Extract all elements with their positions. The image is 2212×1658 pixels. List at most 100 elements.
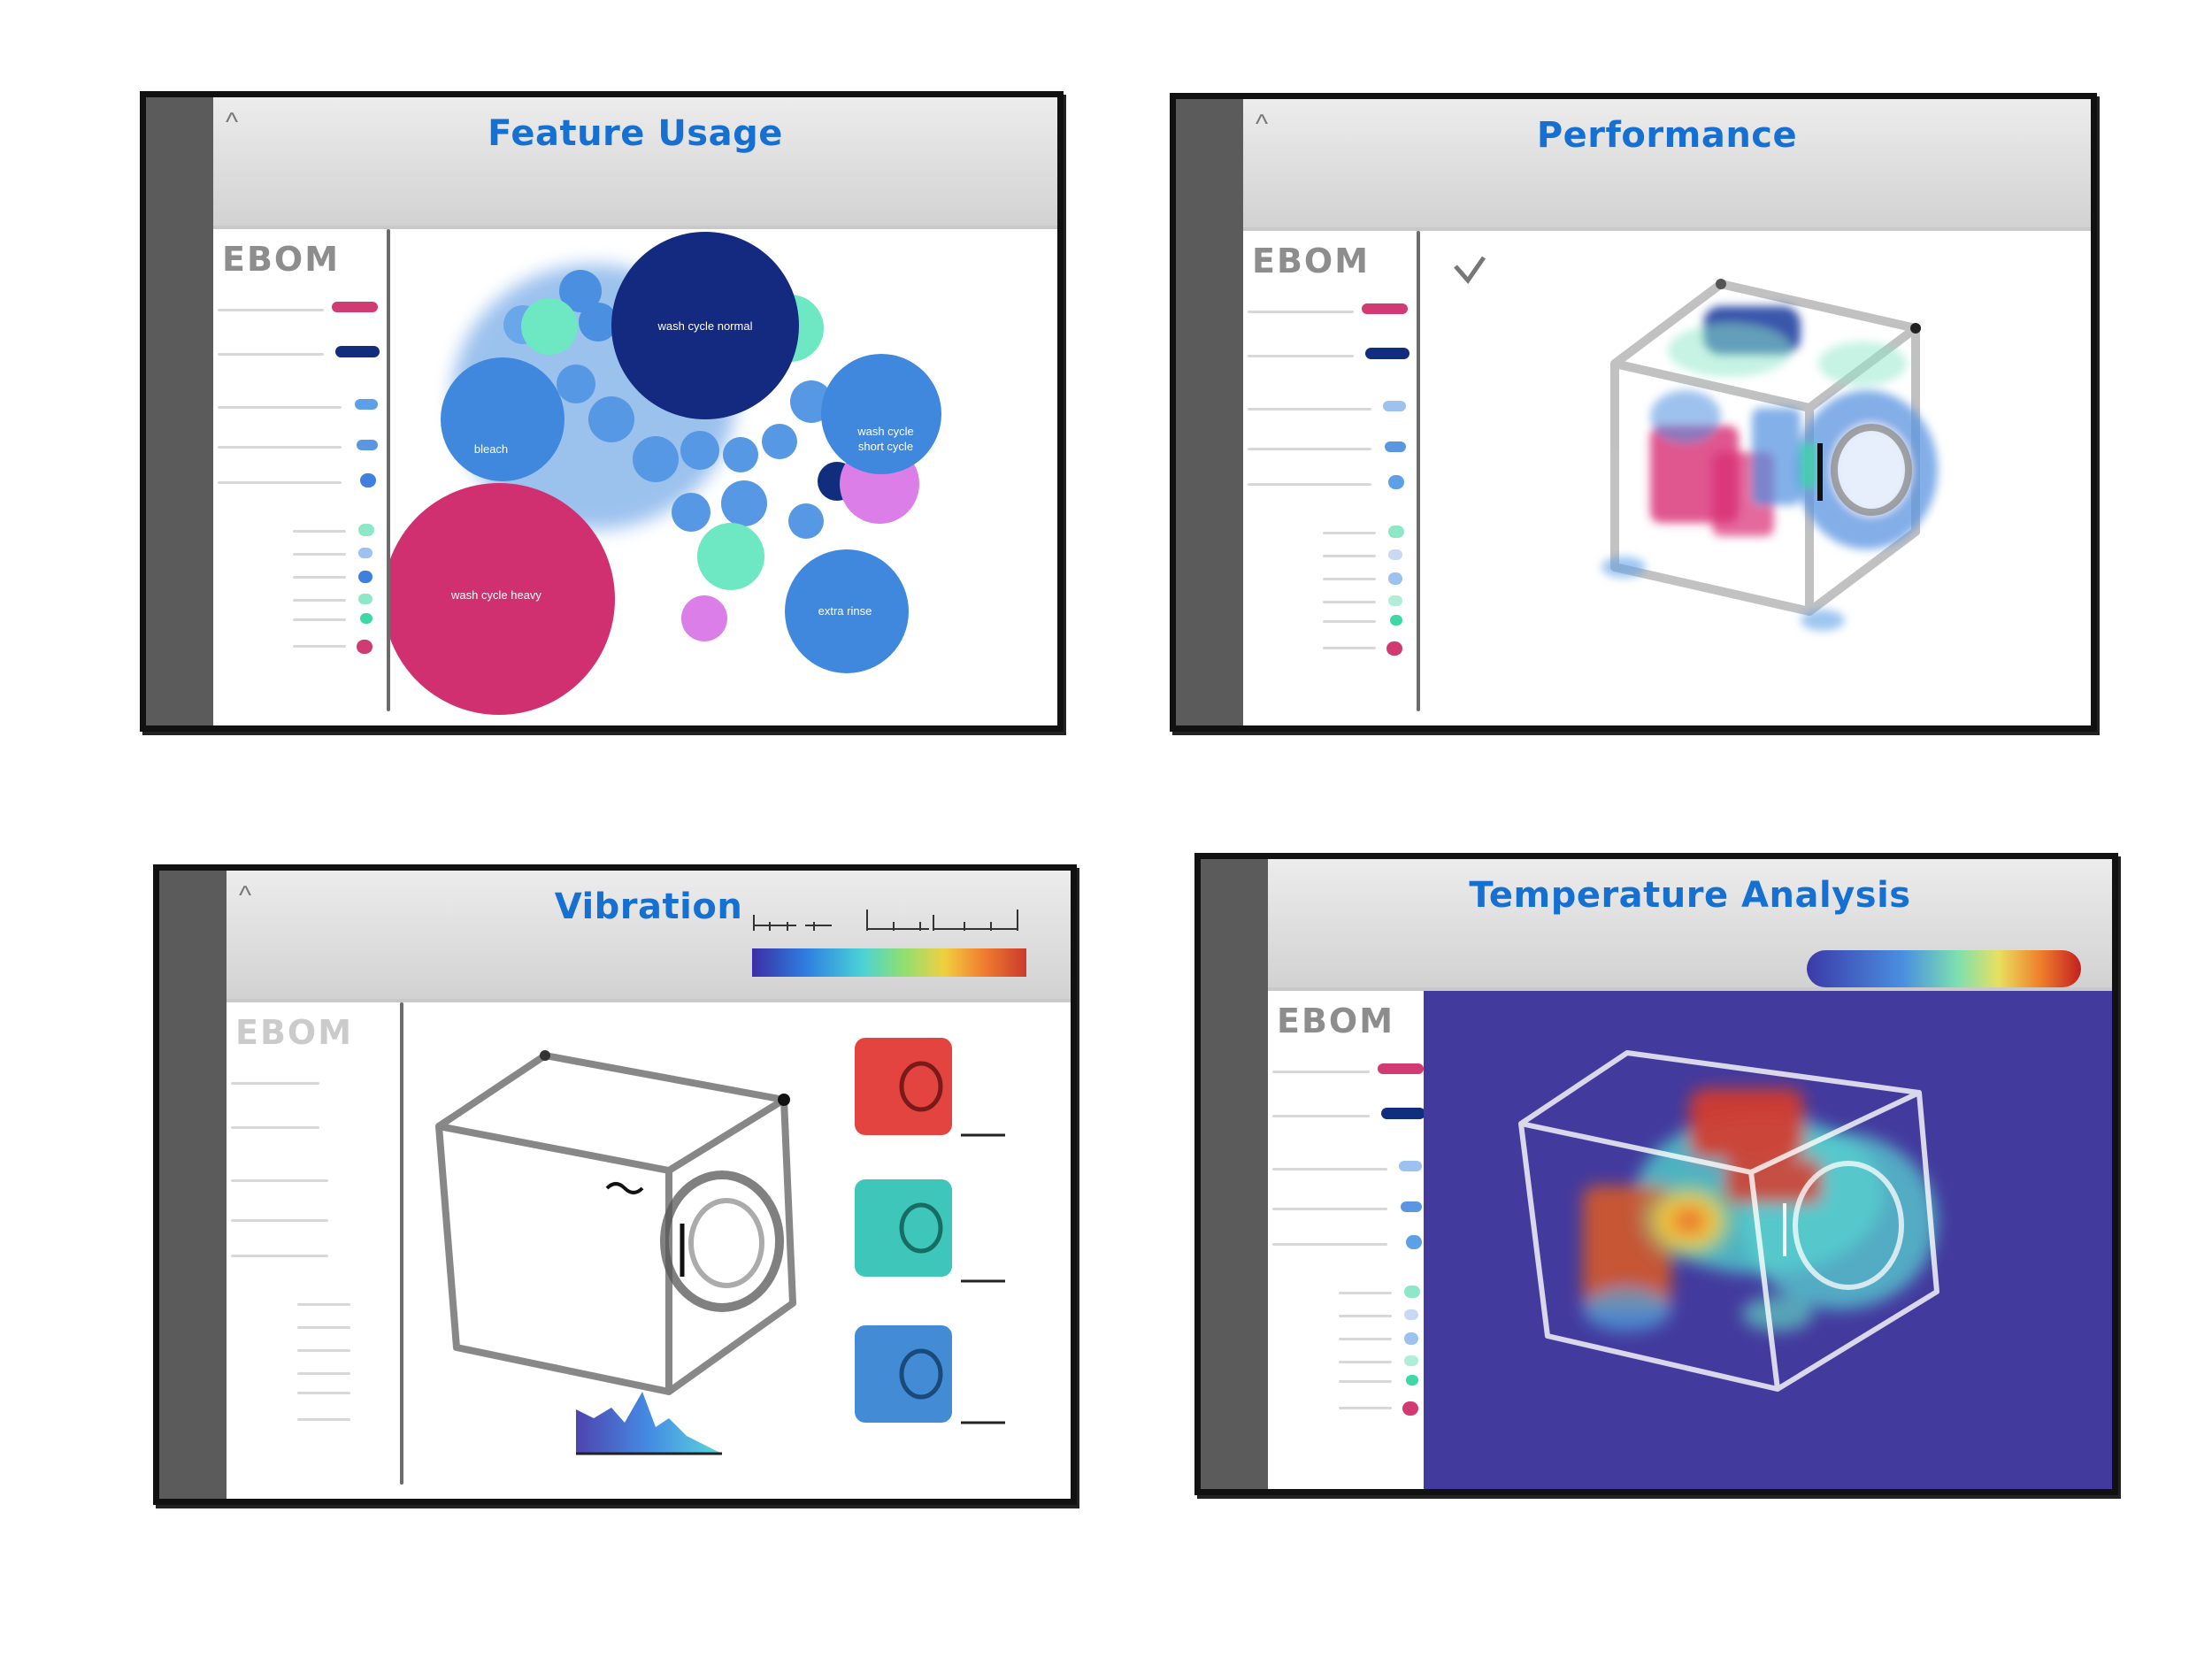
ebom-sidebar: EBOM [1243,231,1417,725]
legend-item[interactable] [1388,526,1404,538]
legend-item[interactable] [1401,1201,1422,1212]
bubble-bleach[interactable] [441,357,565,481]
ebom-label: EBOM [222,240,341,279]
legend-item[interactable] [1383,401,1406,411]
legend-item[interactable] [1404,1309,1418,1320]
thumbnail-red[interactable] [855,1038,1005,1137]
legend-item[interactable] [1388,475,1404,489]
legend-item[interactable] [1388,572,1402,585]
bubble-chart: wash cycle normal bleach wash cycle shor… [383,232,941,715]
legend-item[interactable] [358,594,373,604]
washing-machine-sketch-icon [435,1038,1005,1455]
legend-item[interactable] [357,440,378,450]
machine-view [1420,231,2091,725]
panel-header: ^ Performance [1243,99,2091,231]
legend-item[interactable] [1404,1286,1420,1298]
legend-item[interactable] [1402,1401,1418,1416]
panel-title: Performance [1536,115,1798,156]
bubble[interactable] [762,424,797,459]
panel-title: Feature Usage [488,113,783,154]
ebom-label: EBOM [1277,1002,1395,1040]
bubble-wash-cycle-short[interactable] [821,354,941,474]
left-toolbar [146,97,213,725]
bubble[interactable] [633,436,679,482]
legend-item[interactable] [1404,1355,1418,1366]
legend-item[interactable] [335,346,380,357]
ebom-sidebar: EBOM [227,1002,400,1499]
panel-header: ^ Feature Usage [213,97,1057,229]
panel-header: ^ Vibration [227,871,1071,1002]
colorbar-icon [752,910,1026,977]
legend-item[interactable] [360,613,373,624]
bubble-chart-area: wash cycle normal bleach wash cycle shor… [383,229,1057,725]
bubble-label: wash cycle normal [657,319,753,333]
ebom-sidebar: EBOM [213,229,387,725]
legend-item[interactable] [358,571,373,583]
bubble[interactable] [680,431,719,470]
panel-title: Vibration [554,887,743,927]
bubble[interactable] [588,396,634,442]
sidebar-divider [400,1002,403,1485]
bubble[interactable] [697,523,764,590]
caret-icon[interactable]: ^ [1256,110,1269,139]
legend-item[interactable] [1385,441,1406,452]
bubble[interactable] [559,270,602,312]
bubble-extra-rinse[interactable] [785,549,909,673]
feature-usage-panel: ^ Feature Usage EBOM [140,91,1064,732]
thumbnail-blue[interactable] [855,1325,1005,1424]
legend-item[interactable] [1388,549,1402,560]
bubble[interactable] [723,437,758,472]
bubble[interactable] [721,480,767,526]
vibration-panel: ^ Vibration EBOM [153,864,1077,1505]
panel-header: Temperature Analysis [1268,859,2112,991]
caret-icon[interactable]: ^ [239,881,252,910]
left-toolbar [1201,859,1268,1489]
performance-panel: ^ Performance EBOM [1170,93,2097,732]
legend-item[interactable] [357,640,373,654]
ebom-label: EBOM [1252,242,1371,280]
legend-item[interactable] [355,399,378,410]
temperature-panel: Temperature Analysis EBOM [1194,853,2118,1495]
bubble[interactable] [557,365,595,403]
bubble[interactable] [579,303,618,342]
legend-item[interactable] [1390,615,1402,626]
legend-item[interactable] [1388,595,1402,606]
machine-view [403,1002,1071,1499]
bubble-label: wash cycle [856,425,914,438]
sidebar-divider [1417,231,1420,711]
bubble[interactable] [521,298,578,355]
bubble-wash-cycle-heavy[interactable] [383,483,615,715]
legend-item[interactable] [1378,1063,1424,1074]
bubble-wash-cycle-normal[interactable] [611,232,799,419]
checkmark-icon [1454,256,1486,285]
legend-item[interactable] [1406,1375,1418,1386]
left-toolbar [159,871,227,1499]
legend-item[interactable] [1406,1235,1422,1249]
legend-item[interactable] [1399,1161,1422,1171]
legend-item[interactable] [1386,641,1402,656]
legend-item[interactable] [1404,1332,1418,1345]
ebom-sidebar: EBOM [1268,991,1441,1489]
sidebar-divider [387,229,390,711]
legend-item[interactable] [360,473,376,487]
bubble[interactable] [672,493,710,532]
legend-item[interactable] [358,548,373,558]
bubble-label: bleach [474,442,508,456]
colorbar-icon [1807,950,2081,987]
washing-machine-sketch-icon [1518,1050,1939,1392]
bubble-label: wash cycle heavy [450,588,541,602]
legend-item[interactable] [1362,303,1408,314]
caret-icon[interactable]: ^ [226,108,239,137]
legend-item[interactable] [1365,348,1409,359]
legend-item[interactable] [1381,1108,1425,1119]
bubble[interactable] [681,595,727,641]
thermal-view [1424,991,2112,1489]
ebom-label: EBOM [235,1013,354,1052]
bubble[interactable] [788,503,824,539]
bubble-label: short cycle [858,440,913,453]
legend-item[interactable] [332,302,378,312]
bubble-label: extra rinse [818,604,872,618]
thumbnail-teal[interactable] [855,1179,1005,1283]
panel-title: Temperature Analysis [1469,875,1911,916]
legend-item[interactable] [358,524,374,536]
